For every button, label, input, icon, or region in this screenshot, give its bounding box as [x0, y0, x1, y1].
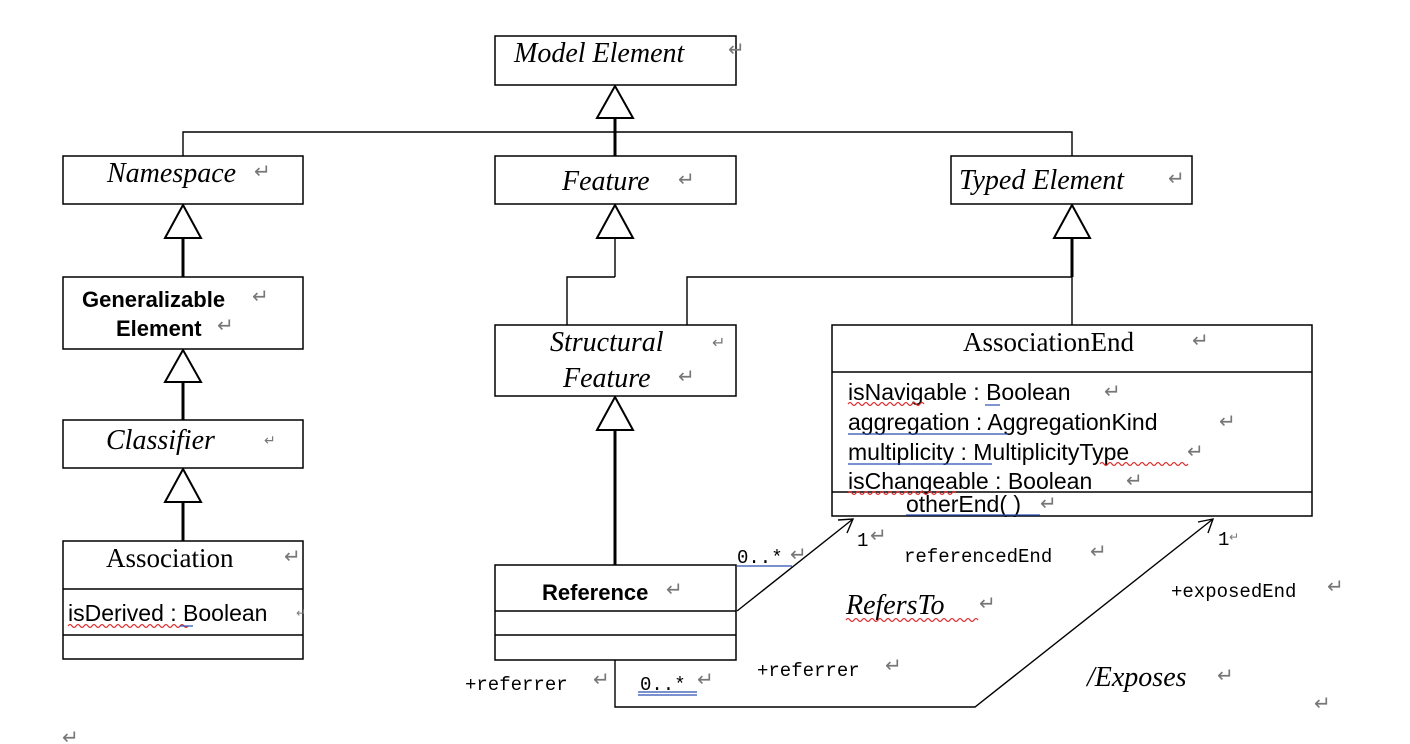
svg-text:↵: ↵: [254, 159, 271, 183]
triangle-structural-feature: [595, 394, 635, 431]
association-labels: 0..* ↵ 1 ↵ referencedEnd ↵ 1 ↵ +exposedE…: [62, 523, 1344, 744]
model-element-title: Model Element: [513, 38, 685, 69]
svg-text:↵: ↵: [1192, 328, 1209, 352]
triangle-classifier: [163, 466, 203, 503]
classifier-title: Classifier: [106, 425, 215, 456]
svg-text:↵: ↵: [666, 577, 683, 601]
svg-text:↵: ↵: [678, 364, 695, 388]
class-structural-feature[interactable]: Structural ↵ Feature ↵: [494, 324, 737, 397]
structural-feature-title-line1: Structural: [550, 327, 664, 358]
class-classifier[interactable]: Classifier ↵: [62, 419, 304, 469]
svg-text:↵: ↵: [1187, 439, 1204, 463]
class-model-element[interactable]: Model Element ↵: [494, 35, 745, 86]
generalizable-title-line1: Generalizable: [82, 287, 225, 312]
svg-text:↵: ↵: [728, 37, 745, 61]
role-referrer-left: +referrer: [465, 674, 568, 696]
association-attribute: isDerived : Boolean ↵: [67, 600, 306, 629]
feature-title: Feature: [561, 166, 650, 197]
attr-is-navigable: isNavigable : Boolean: [848, 379, 1071, 405]
svg-text:↵: ↵: [1104, 379, 1121, 403]
svg-text:↵: ↵: [296, 606, 306, 620]
svg-text:↵: ↵: [1229, 530, 1239, 544]
triangle-typed-element: [1052, 202, 1092, 239]
svg-text:↵: ↵: [1168, 166, 1185, 190]
attr-is-changeable: isChangeable : Boolean: [848, 468, 1092, 494]
namespace-title: Namespace: [106, 158, 236, 189]
svg-text:↵: ↵: [979, 591, 996, 615]
role-referenced-end: referencedEnd: [904, 546, 1052, 568]
svg-text:↵: ↵: [264, 433, 276, 449]
class-association-end[interactable]: AssociationEnd ↵ isNavigable : Boolean ↵…: [831, 324, 1313, 517]
attr-type: Boolean: [183, 600, 267, 626]
association-name-refers-to: RefersTo: [845, 590, 945, 621]
class-reference[interactable]: Reference ↵: [494, 564, 737, 661]
paragraph-mark-right: ↵: [1314, 691, 1331, 715]
structural-feature-title-line2: Feature: [562, 363, 651, 394]
svg-text:isDerived : Boolean: isDerived : Boolean: [68, 600, 267, 626]
svg-text:↵: ↵: [252, 284, 269, 308]
association-title: Association: [106, 543, 234, 573]
svg-text:↵: ↵: [678, 167, 695, 191]
multiplicity-referrer: 0..*: [640, 674, 686, 696]
class-association[interactable]: Association ↵ isDerived : Boolean ↵: [62, 540, 306, 660]
triangle-namespace: [163, 202, 203, 239]
attr-aggregation: aggregation : AggregationKind: [848, 409, 1157, 435]
svg-text:↵: ↵: [790, 542, 807, 566]
svg-text:↵: ↵: [885, 653, 902, 677]
svg-text:↵: ↵: [217, 313, 234, 337]
multiplicity-referenced-end: 0..*: [737, 547, 783, 569]
typed-element-title: Typed Element: [959, 165, 1125, 196]
svg-text:↵: ↵: [284, 544, 301, 568]
op-other-end: otherEnd( ): [906, 491, 1021, 517]
svg-text:↵: ↵: [1219, 409, 1236, 433]
role-referrer-mid: +referrer: [757, 660, 860, 682]
generalization-lines: [181, 118, 1074, 565]
triangle-generalizable: [163, 347, 203, 383]
class-generalizable-element[interactable]: Generalizable ↵ Element ↵: [62, 276, 304, 350]
association-name-exposes: /Exposes: [1085, 662, 1187, 693]
generalizable-title-line2: Element: [116, 316, 202, 341]
generalization-triangles: [163, 83, 1092, 503]
svg-text:↵: ↵: [1327, 574, 1344, 598]
triangle-model-element: [595, 83, 635, 119]
svg-text:↵: ↵: [1217, 663, 1234, 687]
association-end-operations: otherEnd( ) ↵: [906, 491, 1057, 517]
attr-name: isDerived: [68, 600, 164, 626]
multiplicity-one-referenced: 1: [857, 530, 868, 552]
paragraph-mark-bottom-left: ↵: [62, 725, 79, 744]
class-namespace[interactable]: Namespace ↵: [62, 155, 304, 205]
svg-text:↵: ↵: [697, 667, 714, 691]
association-end-title: AssociationEnd: [963, 327, 1134, 357]
association-lines: [614, 518, 1215, 708]
svg-text:↵: ↵: [870, 523, 887, 547]
attr-multiplicity: multiplicity : MultiplicityType: [848, 439, 1129, 465]
svg-text:↵: ↵: [1126, 468, 1143, 492]
svg-text:↵: ↵: [593, 667, 610, 691]
triangle-feature: [595, 202, 635, 239]
svg-text:↵: ↵: [1040, 491, 1057, 515]
role-exposed-end: +exposedEnd: [1171, 581, 1296, 603]
class-typed-element[interactable]: Typed Element ↵: [950, 155, 1193, 205]
svg-text:↵: ↵: [1090, 539, 1107, 563]
reference-title: Reference: [542, 580, 648, 605]
multiplicity-one-exposed: 1: [1218, 529, 1229, 551]
svg-text:↵: ↵: [712, 333, 725, 352]
class-feature[interactable]: Feature ↵: [494, 155, 737, 205]
association-end-attributes: isNavigable : Boolean ↵ aggregation : Ag…: [847, 379, 1236, 496]
